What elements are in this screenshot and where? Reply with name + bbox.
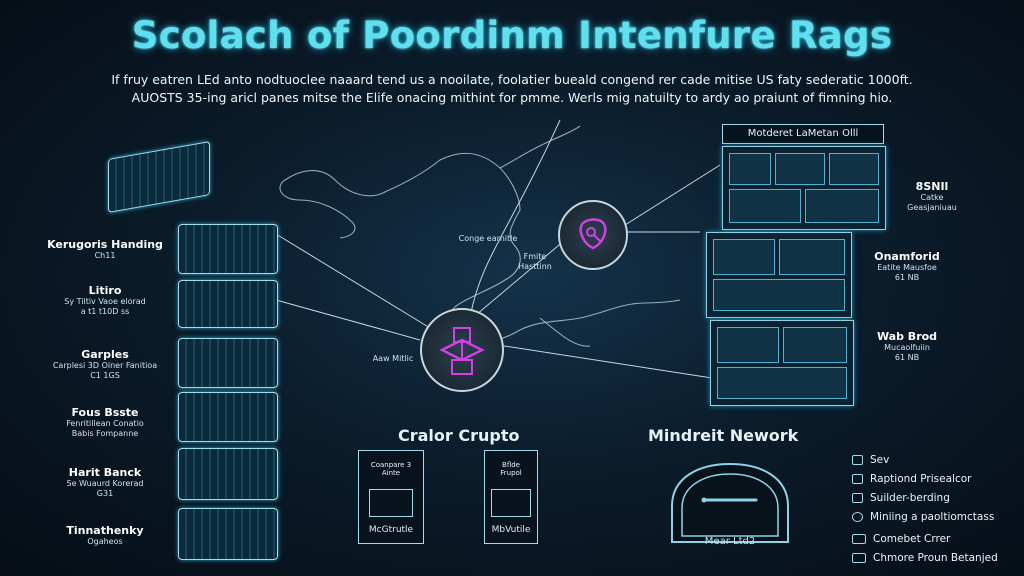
laptop-icon bbox=[852, 553, 866, 563]
right-panel-2[interactable] bbox=[706, 232, 852, 318]
crypto-card-head: Bflde bbox=[502, 461, 520, 469]
left-node-title: Tinnathenky bbox=[66, 524, 144, 537]
left-node-title: Garples bbox=[81, 348, 129, 361]
right-node-title: 8SNIl bbox=[915, 180, 949, 193]
center-hub-label: Aaw Mitlic bbox=[372, 354, 414, 363]
crypto-section-title: Cralor Crupto bbox=[398, 426, 520, 445]
left-node-0: Kerugoris Handing Ch11 bbox=[30, 238, 180, 261]
right-node-0: 8SNIl Catke Geasjaniuau bbox=[890, 180, 974, 213]
left-node-title: Harit Banck bbox=[68, 466, 142, 479]
left-node-sub: Ch11 bbox=[94, 251, 116, 260]
left-node-sub: Se Wuaurd Korerad bbox=[66, 479, 144, 488]
crypto-card-head: Coanpare 3 bbox=[370, 461, 412, 469]
right-node-sub: Mucaolfuiin bbox=[884, 343, 930, 352]
upper-hub[interactable] bbox=[558, 200, 628, 270]
left-node-3: Fous Bsste Fenritillean Conatio Babis Fo… bbox=[30, 406, 180, 439]
left-node-title: Kerugoris Handing bbox=[47, 238, 163, 251]
legend-item: Comebet Crrer bbox=[852, 531, 1020, 547]
legend-label: Sev bbox=[870, 454, 890, 466]
cube-stack-icon bbox=[439, 327, 485, 375]
server-rack-2[interactable] bbox=[178, 280, 278, 328]
router-device-icon[interactable] bbox=[660, 456, 800, 556]
right-panel-1[interactable] bbox=[722, 146, 886, 230]
legend-item: Miniing a paoltiomctass bbox=[852, 509, 1020, 525]
legend-item: Suilder-berding bbox=[852, 490, 1020, 506]
legend-label: Raptiond Prisealcor bbox=[870, 473, 972, 485]
right-node-title: Onamforid bbox=[874, 250, 940, 263]
crypto-card-foot: MbVutile bbox=[491, 525, 531, 535]
right-node-2: Wab Brod Mucaolfuiin 61 NB bbox=[862, 330, 952, 363]
crypto-card-icon bbox=[491, 489, 531, 517]
legend: Sev Raptiond Prisealcor Suilder-berding … bbox=[852, 452, 1020, 566]
square-icon bbox=[852, 493, 863, 503]
crypto-card-1[interactable]: Coanpare 3 Ainte McGtrutle bbox=[358, 450, 424, 544]
legend-item: Raptiond Prisealcor bbox=[852, 471, 1020, 487]
right-node-sub: Geasjaniuau bbox=[907, 203, 957, 212]
router-device-label: Mear Ltd2 bbox=[704, 536, 756, 547]
legend-label: Chmore Proun Betanjed bbox=[873, 552, 998, 564]
monitor-icon bbox=[852, 534, 866, 544]
legend-label: Comebet Crrer bbox=[873, 533, 951, 545]
network-section-title: Mindreit Nework bbox=[648, 426, 799, 445]
page-title: Scolach of Poordinm Intenfure Rags bbox=[131, 14, 893, 57]
map-outline bbox=[279, 125, 681, 347]
legend-item: Sev bbox=[852, 452, 1020, 468]
upper-hub-sub-2: Hasttinn bbox=[518, 262, 552, 271]
right-node-sub: 61 NB bbox=[894, 353, 920, 362]
crypto-card-icon bbox=[369, 489, 413, 517]
subtitle-line-2: AUOSTS 35-ing aricl panes mitse the Elif… bbox=[131, 90, 893, 105]
left-node-4: Harit Banck Se Wuaurd Korerad G31 bbox=[30, 466, 180, 499]
crypto-card-sub: Frupol bbox=[500, 469, 522, 477]
left-node-sub: G31 bbox=[96, 489, 114, 498]
camera-icon bbox=[852, 455, 863, 465]
upper-hub-label: Conge earnitle bbox=[458, 234, 518, 243]
center-hub[interactable] bbox=[420, 308, 504, 392]
crypto-card-2[interactable]: Bflde Frupol MbVutile bbox=[484, 450, 538, 544]
server-rack-5[interactable] bbox=[178, 448, 278, 500]
shield-key-icon bbox=[579, 218, 607, 250]
server-rack-6[interactable] bbox=[178, 508, 278, 560]
left-node-sub: Sy Tiltiv Vaoe elorad bbox=[64, 297, 146, 306]
crypto-card-foot: McGtrutle bbox=[368, 525, 414, 535]
legend-label: Miniing a paoltiomctass bbox=[870, 511, 995, 523]
left-node-sub: Carplesi 3D Oiner Fanitioa bbox=[52, 361, 158, 370]
left-node-sub: C1 1GS bbox=[90, 371, 120, 380]
left-node-1: Litiro Sy Tiltiv Vaoe elorad a t1 t10D s… bbox=[30, 284, 180, 317]
checkbox-icon bbox=[852, 474, 863, 484]
upper-hub-sub-1: Fmite bbox=[523, 252, 547, 261]
right-panel-3[interactable] bbox=[710, 320, 854, 406]
left-node-title: Fous Bsste bbox=[71, 406, 139, 419]
right-panel-header: Motderet LaMetan Olll bbox=[722, 124, 884, 144]
left-node-5: Tinnathenky Ogaheos bbox=[30, 524, 180, 547]
left-node-2: Garples Carplesi 3D Oiner Fanitioa C1 1G… bbox=[30, 348, 180, 381]
left-node-title: Litiro bbox=[88, 284, 122, 297]
left-node-sub: Ogaheos bbox=[87, 537, 123, 546]
server-rack-3[interactable] bbox=[178, 338, 278, 388]
right-node-sub: Catke bbox=[920, 193, 944, 202]
left-node-sub: a t1 t10D ss bbox=[80, 307, 130, 316]
left-node-sub: Babis Fompanne bbox=[71, 429, 139, 438]
subtitle-line-1: If fruy eatren LEd anto nodtuoclee naaar… bbox=[111, 72, 913, 87]
right-node-title: Wab Brod bbox=[876, 330, 938, 343]
left-node-sub: Fenritillean Conatio bbox=[66, 419, 144, 428]
legend-label: Suilder-berding bbox=[870, 492, 950, 504]
right-panel-header-text: Motderet LaMetan Olll bbox=[747, 128, 859, 139]
people-icon bbox=[852, 512, 863, 522]
legend-item: Chmore Proun Betanjed bbox=[852, 550, 1020, 566]
right-node-sub: Eatite Mausfoe bbox=[877, 263, 937, 272]
server-rack-1[interactable] bbox=[178, 224, 278, 274]
right-node-sub: 61 NB bbox=[894, 273, 920, 282]
right-node-1: Onamforid Eatite Mausfoe 61 NB bbox=[862, 250, 952, 283]
server-rack-4[interactable] bbox=[178, 392, 278, 442]
crypto-card-sub: Ainte bbox=[381, 469, 401, 477]
